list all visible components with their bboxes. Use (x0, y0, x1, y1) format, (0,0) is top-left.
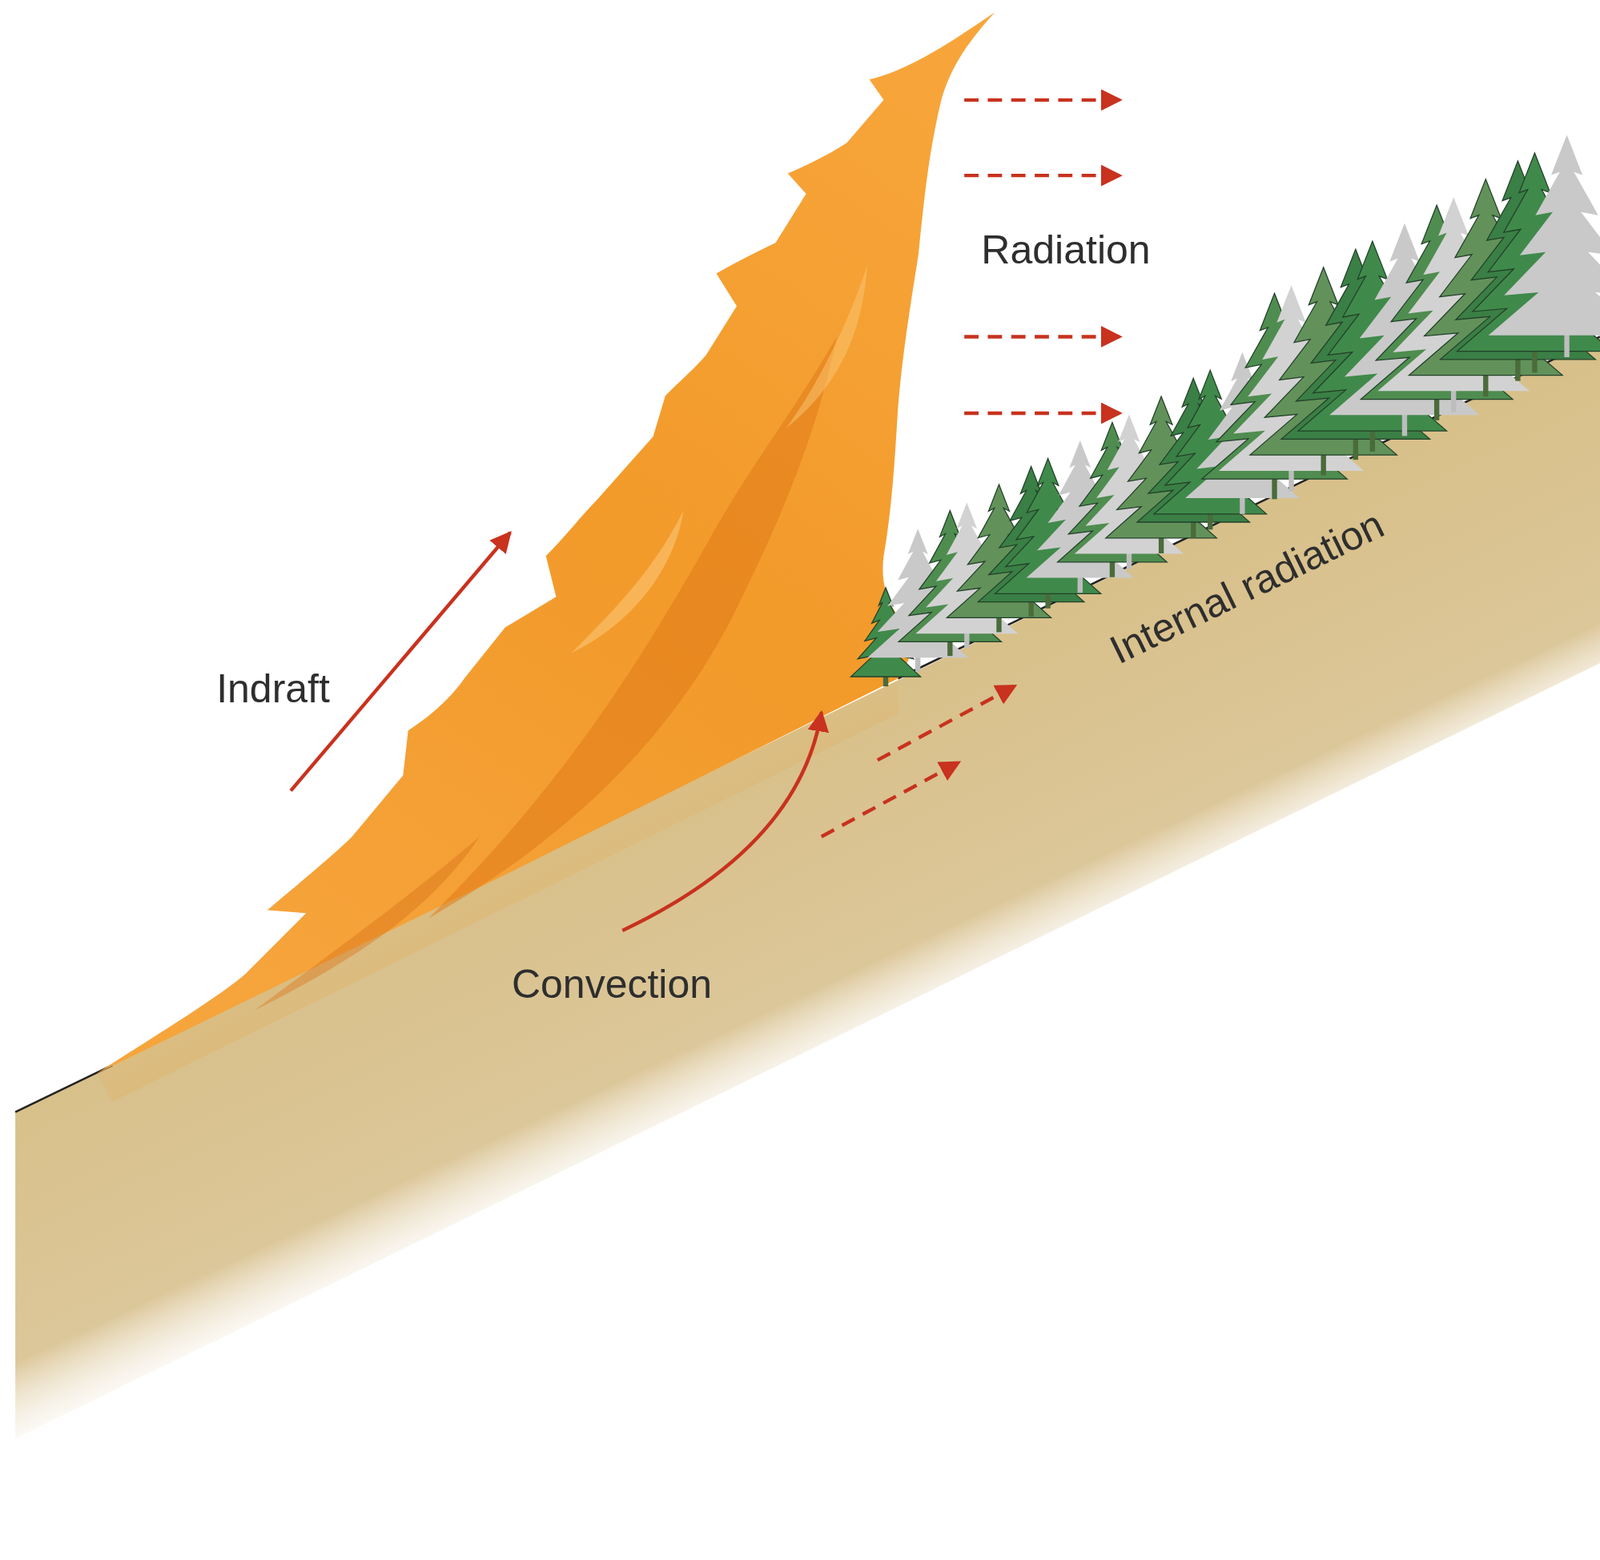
ground-line (15, 1065, 113, 1113)
flame-highlight (571, 510, 684, 653)
internal-radiation-arrows (821, 685, 1016, 837)
radiation-label: Radiation (980, 228, 1150, 273)
flame (96, 12, 995, 1074)
conifer-tree (1488, 135, 1600, 336)
indraft-arrow (290, 532, 511, 791)
convection-label: Convection (511, 962, 712, 1007)
flame-highlight (785, 265, 868, 429)
indraft-label: Indraft (216, 667, 330, 712)
flame-base (96, 678, 898, 1102)
convection-arrow (622, 711, 821, 931)
